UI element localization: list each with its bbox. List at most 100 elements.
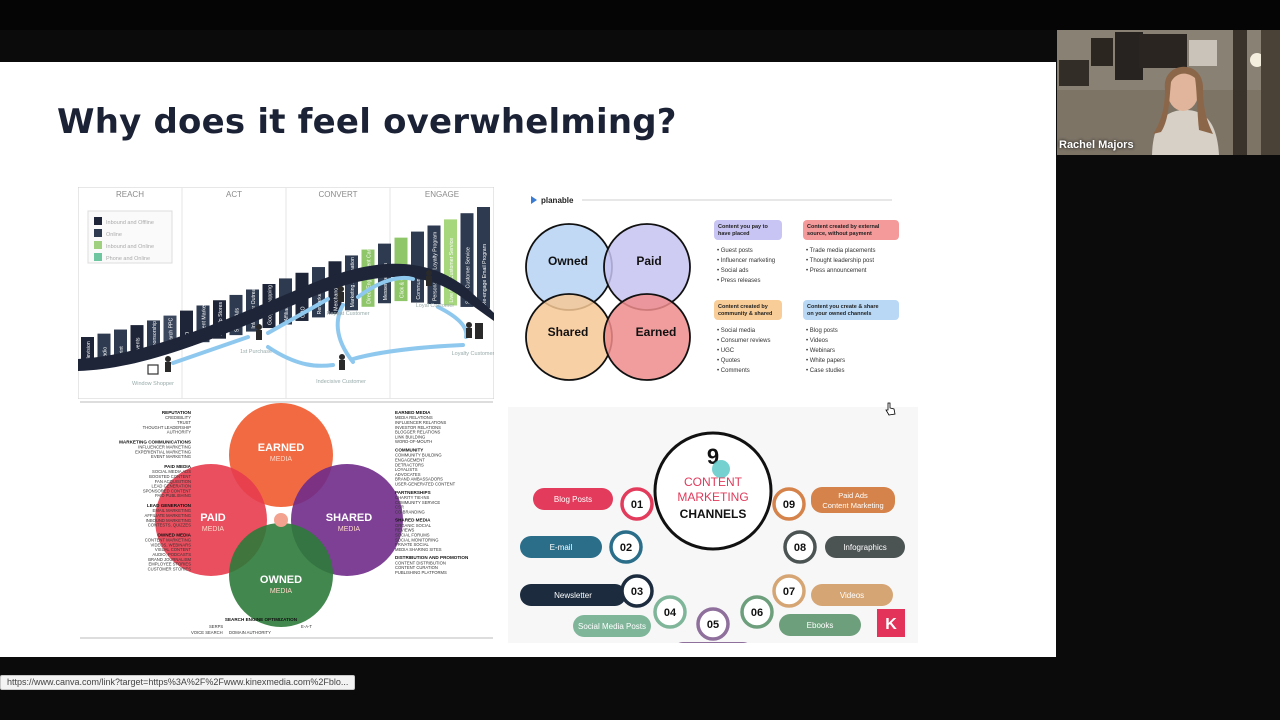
- peso-circle-sublabel: MEDIA: [202, 526, 225, 533]
- peso-group-item: BRAND JOURNALISM: [148, 557, 191, 562]
- peso-group-item: SOCIAL MONITORING: [395, 537, 439, 542]
- peso-center: [274, 513, 288, 527]
- peso-circle-sublabel: MEDIA: [270, 588, 293, 595]
- channel-number-ring: [740, 595, 774, 629]
- peso-group-item: EVENT MARKETING: [151, 454, 191, 459]
- presentation-slide: Why does it feel overwhelming? REACH ACT C…: [0, 62, 1056, 657]
- legend-swatch: [94, 253, 102, 261]
- funnel-bar-label: Click & Collect: [400, 264, 406, 298]
- channel-label: Ebooks: [807, 621, 834, 630]
- planable-circle-label: Earned: [636, 325, 677, 339]
- planable-group-heading-bg: [803, 300, 899, 320]
- peso-circle-label: OWNED: [260, 574, 302, 586]
- link-status-bar: https://www.canva.com/link?target=https%…: [0, 675, 356, 690]
- peso-group-item: CONTENT CURATION: [395, 565, 438, 570]
- channel-number: 03: [631, 586, 643, 598]
- channel-label: Infographics: [843, 543, 887, 552]
- channel-pill: [520, 584, 626, 606]
- legend-label: Inbound and Offline: [106, 220, 154, 226]
- planable-group-item: • Quotes: [717, 358, 740, 364]
- funnel-bar-label: Affiliates: [284, 302, 290, 322]
- planable-circle-label: Shared: [548, 325, 589, 339]
- planable-group-item: • Press announcement: [806, 268, 867, 274]
- peso-group-item: SERPS: [209, 624, 223, 629]
- peso-group-item: CREDIBILITY: [165, 415, 191, 420]
- participant-video-tile[interactable]: Rachel Majors: [1057, 30, 1280, 155]
- channel-pill: [573, 615, 651, 637]
- peso-model-diagram: EARNEDMEDIAPAIDMEDIASHAREDMEDIAOWNEDMEDI…: [79, 401, 494, 639]
- peso-group-item: CONTENT DISTRIBUTION: [395, 560, 446, 565]
- person-icon: [339, 354, 345, 360]
- funnel-bar-label: Events: [136, 337, 142, 353]
- channel-label: Paid Ads: [838, 491, 868, 500]
- peso-group-item: EMAIL MARKETING: [153, 508, 191, 513]
- peso-group-heading: REPUTATION: [162, 410, 192, 415]
- funnel-bar-label: Search PPC: [169, 317, 175, 346]
- funnel-stage-label: ACT: [226, 190, 242, 199]
- channel-number-ring: [620, 574, 654, 608]
- peso-group-item: MEDIA SHARING SITES: [395, 547, 442, 552]
- planable-group-heading-bg: [714, 220, 782, 240]
- channel-number-ring: [783, 530, 817, 564]
- funnel-bar-label: Merchandising: [334, 277, 340, 311]
- flow-arrow: [171, 335, 250, 365]
- slide-title: Why does it feel overwhelming?: [57, 102, 677, 142]
- peso-group-item: TRUST: [177, 420, 191, 425]
- participant-video-feed: [1057, 30, 1280, 155]
- peso-group-item: INBOUND MARKETING: [146, 518, 191, 523]
- planable-group-item: • Influencer marketing: [717, 258, 775, 264]
- funnel-bar-label: Print: [119, 346, 125, 357]
- channels-ring: [653, 431, 773, 551]
- planable-group-item: • Case studies: [806, 368, 844, 374]
- channel-number-ring: [653, 595, 687, 629]
- funnel-curve: [78, 263, 494, 371]
- flow-arrow: [266, 345, 335, 368]
- top-bar: [0, 0, 1280, 30]
- peso-group-item: BOOSTED CONTENT: [149, 474, 191, 479]
- planable-group-item: • Webinars: [806, 348, 835, 354]
- planable-circle-earned: [603, 293, 691, 381]
- peso-group-heading: PAID MEDIA: [164, 464, 191, 469]
- funnel-bar: [114, 329, 127, 360]
- funnel-bar-label: Live Chat Customer Service: [449, 238, 455, 303]
- peso-group-item: FAN ACQUISITION: [155, 479, 191, 484]
- planable-group-item: • Trade media placements: [806, 248, 875, 254]
- peso-group-item: ORGANIC SOCIAL: [395, 523, 432, 528]
- pointer-hand-icon: [885, 402, 896, 416]
- peso-group-item: INFLUENCER MARKETING: [138, 445, 191, 450]
- funnel-bar-label: Radio: [103, 347, 109, 361]
- channel-pill: [825, 536, 905, 558]
- peso-group-item: CSR: [395, 505, 404, 510]
- channel-number: 09: [783, 499, 795, 511]
- planable-group-heading-bg: [803, 220, 899, 240]
- peso-group-heading: OWNED MEDIA: [157, 532, 191, 537]
- channel-label: Blog Posts: [554, 495, 592, 504]
- flow-arrow: [356, 276, 415, 299]
- planable-group-item: • Social media: [717, 328, 756, 334]
- peso-group-item: AUTHORITY: [167, 430, 191, 435]
- customer-label: Loyalty Customer: [452, 351, 494, 357]
- planable-circle-label: Owned: [548, 254, 588, 268]
- channel-label: Social Media Posts: [578, 622, 646, 631]
- peso-group-item: SPONSORED CONTENT: [143, 488, 192, 493]
- peso-group-item: CONTENT MARKETING: [145, 538, 191, 543]
- peso-group-item: CO-BRANDING: [395, 509, 425, 514]
- peso-group-item: MEDIA RELATIONS: [395, 415, 433, 420]
- peso-group-item: VOICE SEARCH: [191, 630, 223, 635]
- planable-group-item: • Press releases: [717, 278, 760, 284]
- peso-group-heading: MARKETING COMMUNICATIONS: [119, 439, 191, 444]
- funnel-bar-label: Re-engage Email Program: [482, 244, 488, 305]
- peso-group-item: EXPERIENTIAL MARKETING: [135, 449, 191, 454]
- channel-number-ring: [609, 530, 643, 564]
- peso-group-item: THOUGHT LEADERSHIP: [143, 425, 192, 430]
- funnel-bar-label: Social Customer Service: [466, 247, 472, 304]
- funnel-bar: [460, 213, 474, 307]
- planable-circle-label: Paid: [636, 254, 661, 268]
- legend-swatch: [94, 229, 102, 237]
- funnel-stage-label: REACH: [116, 190, 144, 199]
- planable-group-item: • White papers: [806, 358, 845, 364]
